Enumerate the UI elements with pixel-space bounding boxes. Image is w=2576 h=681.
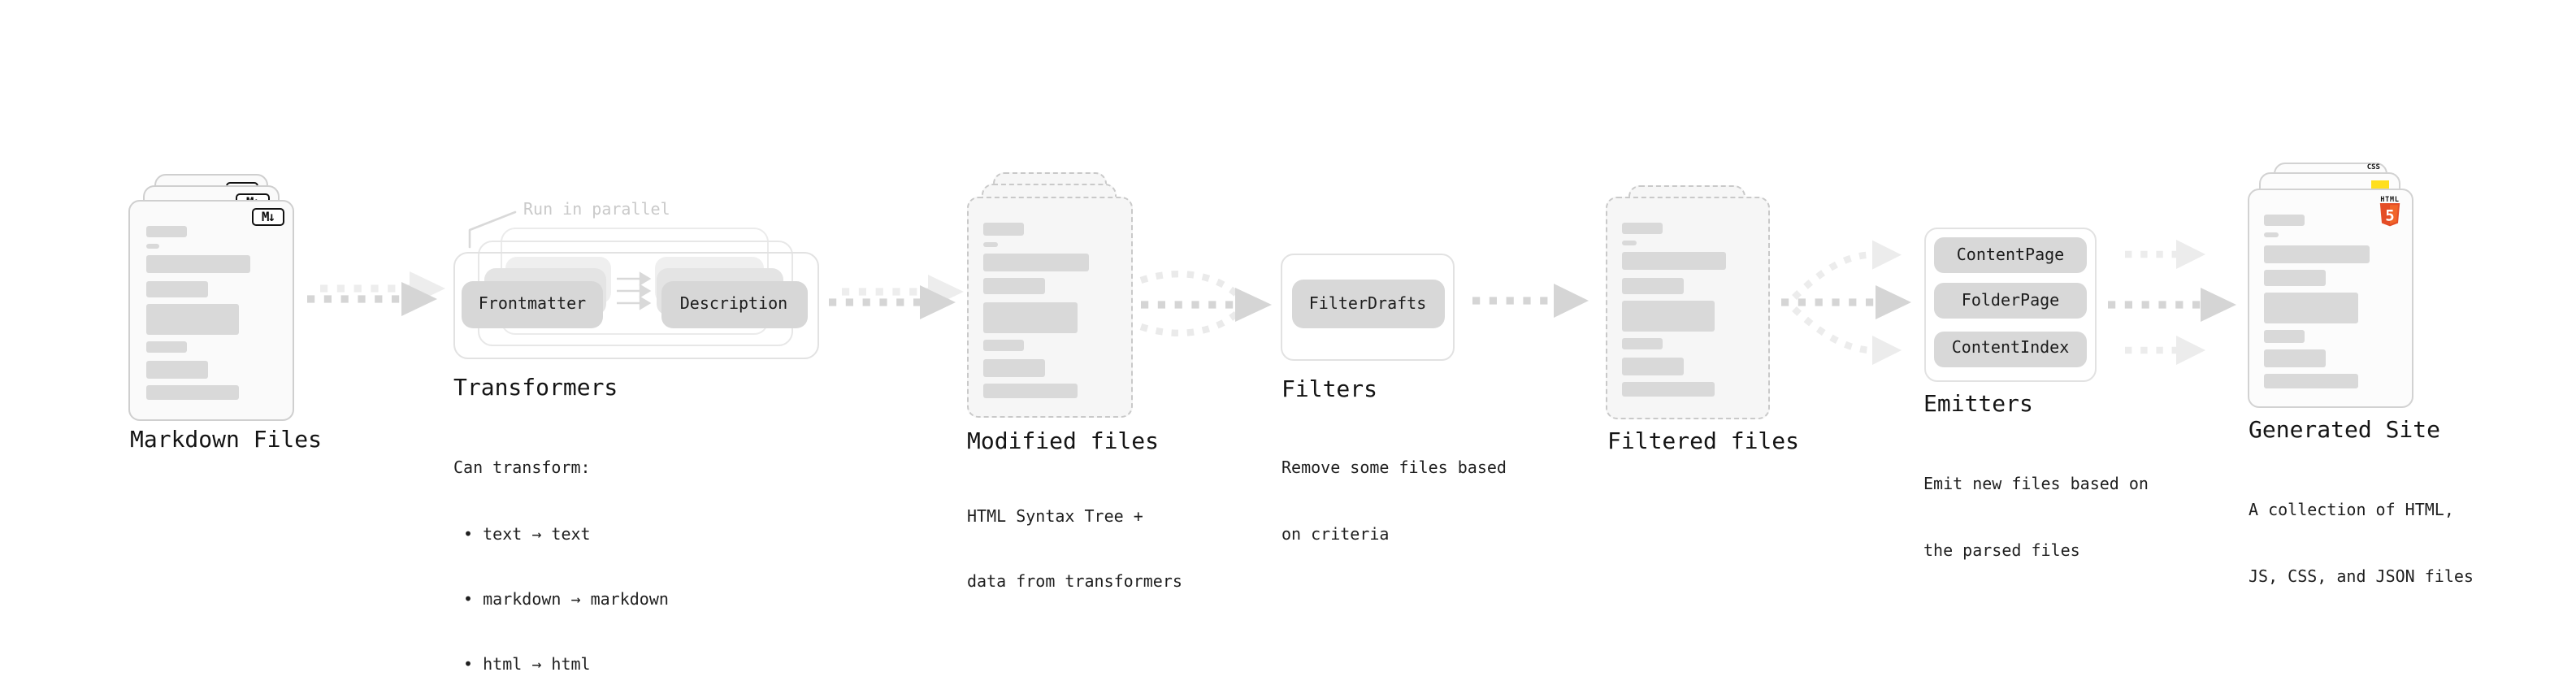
- stage-label-filters: Filters: [1281, 376, 1378, 402]
- markdown-icon: M↓: [251, 207, 284, 226]
- placeholder-bar: [145, 303, 239, 335]
- placeholder-bar: [2264, 214, 2305, 227]
- placeholder-bar: [2264, 330, 2305, 343]
- placeholder-bar: [983, 278, 1046, 295]
- modified-file-card-front: [966, 197, 1132, 418]
- caption-line: on criteria: [1281, 526, 1390, 544]
- caption-line: HTML Syntax Tree +: [967, 508, 1143, 527]
- stage-label-generated-site: Generated Site: [2249, 418, 2441, 444]
- html5-icon: HTML 5: [2379, 196, 2401, 235]
- markdown-file-card-front: M↓: [128, 199, 294, 420]
- run-in-parallel-note: Run in parallel: [523, 202, 670, 219]
- stage-label-markdown-files: Markdown Files: [130, 427, 323, 453]
- placeholder-bar: [2264, 349, 2327, 367]
- placeholder-bar: [1622, 277, 1684, 294]
- filters-caption: Remove some files based on criteria: [1281, 415, 1507, 590]
- emitters-box: [1923, 227, 2097, 382]
- placeholder-bar: [145, 244, 160, 249]
- placeholder-bar: [1622, 381, 1715, 397]
- placeholder-bar: [983, 383, 1077, 398]
- placeholder-bar: [1622, 222, 1663, 234]
- doc-content-placeholder: [2264, 214, 2396, 389]
- placeholder-bar: [983, 358, 1046, 377]
- caption-line: Remove some files based: [1281, 460, 1507, 479]
- placeholder-bar: [1622, 252, 1727, 271]
- placeholder-bar: [1622, 357, 1684, 375]
- doc-content-placeholder: [983, 223, 1115, 398]
- placeholder-bar: [983, 301, 1077, 333]
- caption-line: Emit new files based on: [1923, 476, 2149, 495]
- caption-line: JS, CSS, and JSON files: [2249, 568, 2474, 587]
- placeholder-bar: [145, 384, 239, 400]
- caption-line: A collection of HTML,: [2249, 502, 2454, 521]
- caption-line: • html → html: [453, 656, 591, 674]
- stage-label-modified-files: Modified files: [967, 429, 1160, 455]
- annotation-connector-line: [468, 210, 517, 249]
- transformers-caption: Can transform: • text → text • markdown …: [453, 415, 669, 681]
- stage-label-emitters: Emitters: [1923, 391, 2033, 417]
- doc-content-placeholder: [145, 225, 277, 400]
- caption-line: the parsed files: [1923, 542, 2080, 561]
- placeholder-bar: [1622, 241, 1637, 246]
- emitters-caption: Emit new files based on the parsed files: [1923, 432, 2149, 606]
- placeholder-bar: [145, 280, 208, 297]
- filters-box: [1281, 254, 1455, 360]
- stage-label-transformers: Transformers: [453, 375, 618, 401]
- svg-text:5: 5: [2385, 207, 2394, 225]
- placeholder-bar: [145, 360, 208, 379]
- pill-contentindex: ContentIndex: [1934, 331, 2087, 367]
- placeholder-bar: [2264, 232, 2279, 238]
- placeholder-bar: [2264, 269, 2327, 286]
- modified-files-caption: HTML Syntax Tree + data from transformer…: [967, 463, 1182, 638]
- html5-shield: 5: [2379, 203, 2400, 227]
- placeholder-bar: [1622, 337, 1663, 350]
- arrow-markdown-to-transformers: [307, 271, 445, 316]
- placeholder-bar: [983, 254, 1089, 272]
- placeholder-bar: [983, 223, 1025, 236]
- placeholder-bar: [145, 340, 187, 354]
- site-file-card-front: HTML 5: [2247, 188, 2413, 409]
- placeholder-bar: [1622, 300, 1715, 332]
- placeholder-bar: [2264, 245, 2370, 263]
- placeholder-bar: [983, 242, 998, 248]
- arrow-modified-to-filters: [1139, 270, 1272, 337]
- filtered-file-card-front: [1605, 196, 1770, 419]
- generated-site-caption: A collection of HTML, JS, CSS, and JSON …: [2249, 458, 2474, 632]
- caption-line: • text → text: [453, 526, 591, 544]
- placeholder-bar: [2264, 374, 2358, 389]
- doc-content-placeholder: [1622, 222, 1753, 397]
- stage-label-filtered-files: Filtered files: [1607, 429, 1800, 455]
- caption-line: data from transformers: [967, 574, 1182, 592]
- pill-contentpage: ContentPage: [1934, 237, 2087, 273]
- pill-folderpage: FolderPage: [1934, 283, 2087, 319]
- arrow-transformers-to-modified: [829, 275, 964, 319]
- arrow-filtered-to-emitters: [1781, 240, 1911, 365]
- html5-word: HTML: [2380, 195, 2400, 204]
- transformer-box-front: [453, 252, 818, 359]
- caption-line: • markdown → markdown: [453, 591, 669, 609]
- placeholder-bar: [983, 339, 1025, 352]
- placeholder-bar: [145, 225, 187, 237]
- arrow-emitters-to-generated: [2108, 240, 2236, 365]
- pill-filterdrafts: FilterDrafts: [1291, 280, 1444, 328]
- arrow-filters-to-filtered: [1472, 284, 1589, 318]
- pill-transform-arrows: [617, 271, 652, 310]
- pill-description: Description: [661, 280, 807, 327]
- pill-frontmatter: Frontmatter: [462, 280, 603, 327]
- placeholder-bar: [2264, 293, 2358, 324]
- placeholder-bar: [145, 255, 251, 274]
- caption-line: Can transform:: [453, 460, 591, 479]
